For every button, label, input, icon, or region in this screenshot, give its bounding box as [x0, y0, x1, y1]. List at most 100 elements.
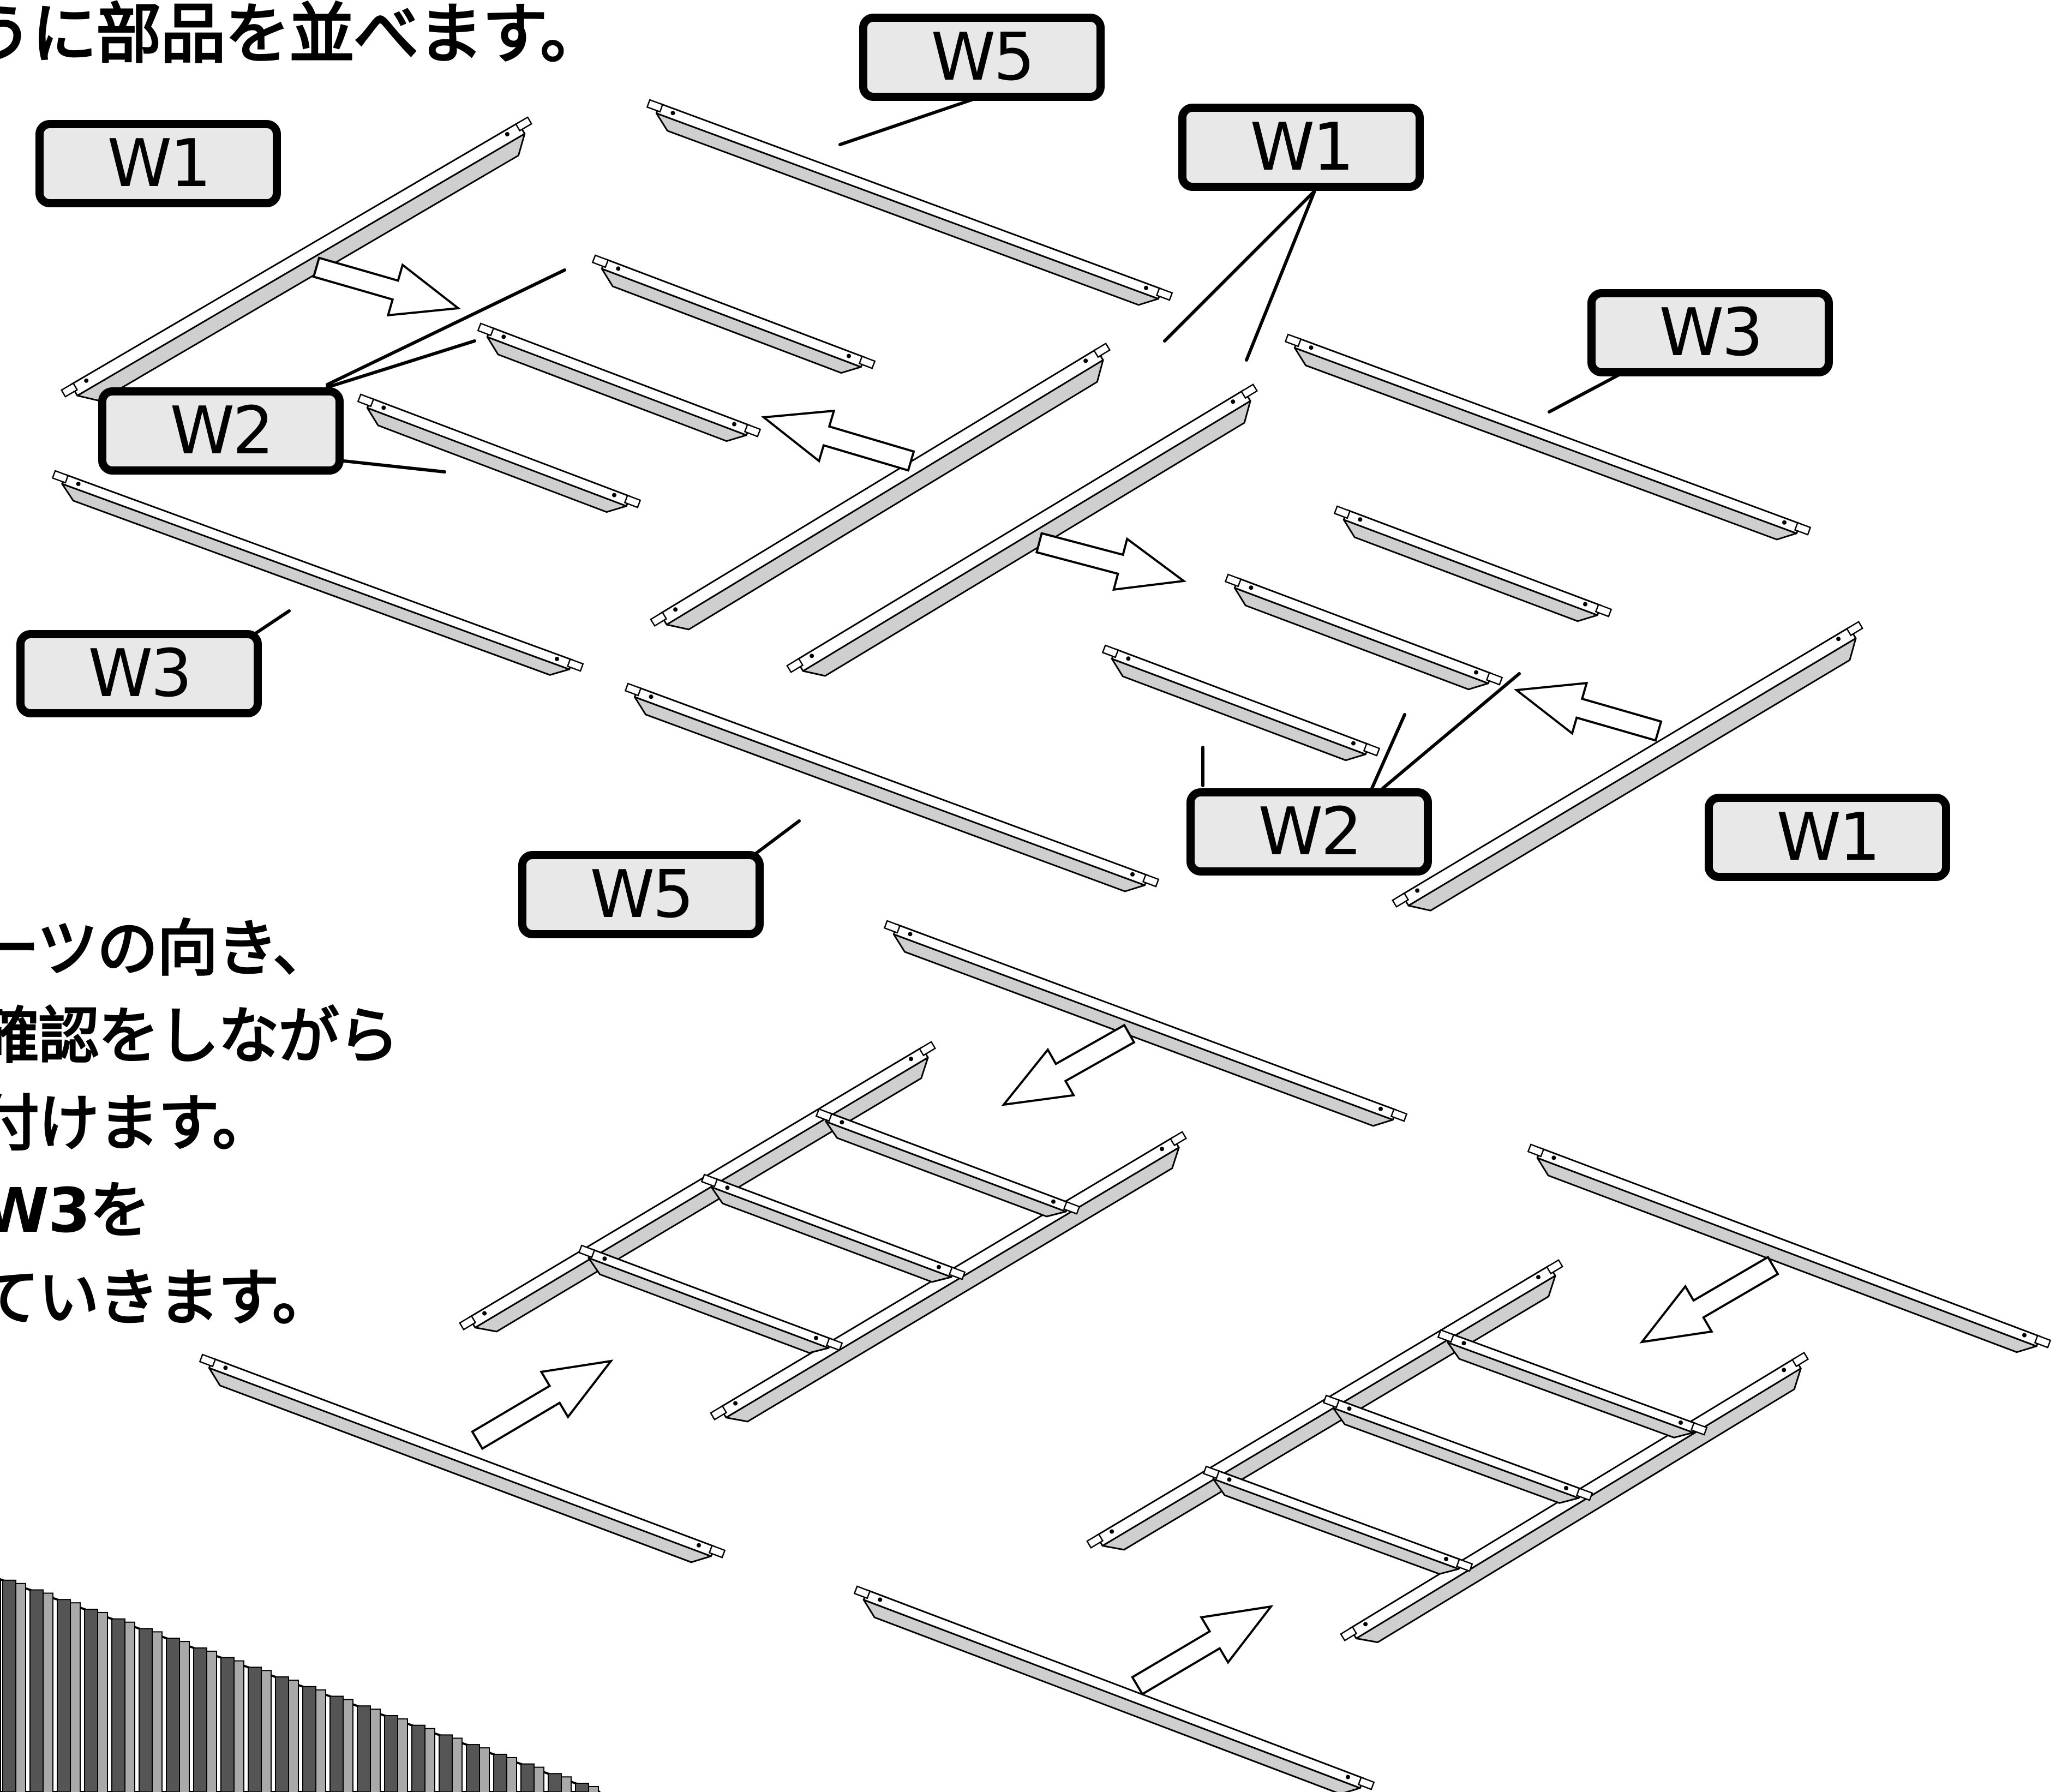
member-w3-right [1284, 333, 1812, 541]
panel-rib-face [233, 1660, 244, 1792]
ladder-right-rail-a [1086, 1259, 1564, 1551]
panel-rib [439, 1734, 453, 1792]
panel-rib-face [370, 1709, 381, 1792]
arrow-ladder-left-up [471, 1359, 614, 1451]
ladder-right-rung-a [1437, 1329, 1708, 1439]
panel-rib-face [588, 1786, 599, 1792]
panel-rib-face [424, 1728, 435, 1792]
label-w2-left: W2 [98, 387, 344, 475]
member-w2-left-b [477, 322, 762, 442]
panel-rib [575, 1783, 589, 1792]
ladder-right-rung-b [1322, 1394, 1593, 1504]
panel-rib-face [343, 1699, 353, 1792]
parts-layer [51, 99, 2052, 1792]
panel-rib-face [397, 1718, 408, 1792]
instruction-text-top: うに部品を並べます。 [0, 0, 606, 73]
leader-w2-right-a [1381, 672, 1521, 790]
panel-rib-face [261, 1670, 272, 1792]
panel-rib [302, 1686, 316, 1792]
panel-rib [329, 1695, 344, 1792]
arrows-layer [312, 256, 1779, 1696]
ladder-left-rail-a [459, 1041, 937, 1333]
member-w5-top [646, 99, 1173, 306]
panel-rib [493, 1753, 507, 1792]
panel-rib [411, 1724, 425, 1792]
arrow-ladder-right-down [1639, 1255, 1779, 1344]
leader-w2-left-a [326, 268, 566, 386]
leader-w2-left-c [342, 459, 446, 474]
panel-rib-face [506, 1757, 517, 1792]
leader-w2-left-b [326, 339, 476, 389]
panel-rib-face [97, 1612, 108, 1792]
member-w3-ladder-left [199, 1353, 726, 1563]
panel-rib [139, 1628, 153, 1792]
arrow-w1-right [1513, 681, 1663, 742]
ladder-left-rung-c [578, 1244, 843, 1354]
arrow-w2-left [760, 409, 915, 472]
panel-rib-face [70, 1602, 81, 1792]
panel-rib-face [534, 1766, 544, 1792]
label-w3-left: W3 [16, 630, 262, 717]
leader-w1-top-right-a [1163, 189, 1316, 343]
leader-w5-bottom [754, 819, 801, 855]
label-w1-left: W1 [35, 120, 281, 207]
panel-rib [384, 1715, 398, 1792]
panel-rib [548, 1773, 562, 1792]
panel-rib [57, 1599, 71, 1792]
panel-rib-face [152, 1631, 163, 1792]
panel-rib [84, 1609, 98, 1792]
leader-w3-left [255, 609, 291, 634]
arrow-w1-center [1035, 532, 1187, 591]
leader-lines-layer [255, 97, 1638, 855]
label-w1-top-right: W1 [1178, 104, 1424, 191]
panel-rib-face [206, 1650, 217, 1792]
member-w3-left [51, 470, 584, 676]
panel-rib-face [561, 1776, 572, 1792]
member-w5-bottom [624, 682, 1160, 892]
member-w1-right [1392, 620, 1864, 912]
label-w3-right: W3 [1587, 289, 1833, 376]
member-w5-ladder-left [883, 920, 1408, 1127]
panel-rib-face [315, 1689, 326, 1792]
member-w1-center-a [650, 342, 1111, 631]
panel-rib [357, 1705, 371, 1792]
panel-rib-face [288, 1680, 299, 1792]
panel-rib-face [43, 1592, 53, 1792]
panel-rib [248, 1667, 262, 1792]
member-w2-right-c [1101, 644, 1381, 762]
panel-rib [111, 1618, 125, 1792]
member-w1-left [60, 116, 533, 402]
member-w2-right-a [1333, 505, 1613, 622]
instruction-text-middle: パーツの向き、 の確認をしながら り付けます。 5·W3を けていきます。 [0, 914, 399, 1334]
corrugated-wall-panel [0, 1578, 601, 1792]
panel-rib-face [15, 1583, 26, 1792]
panel-rib [220, 1657, 235, 1792]
arrow-ladder-left-down [1001, 1023, 1136, 1106]
ladder-right-rung-c [1202, 1465, 1473, 1575]
label-w5-top: W5 [859, 14, 1105, 101]
member-w2-left-a [591, 254, 876, 374]
panel-rib-face [179, 1641, 190, 1792]
ladder-left-rung-b [700, 1173, 966, 1283]
leader-w2-right-b [1370, 713, 1406, 790]
panel-rib [29, 1589, 44, 1792]
panel-rib-face [479, 1747, 490, 1792]
ladder-left-rung-a [815, 1108, 1081, 1218]
panel-rib-face [452, 1737, 463, 1792]
member-w2-left-c [357, 393, 642, 513]
panel-rib [193, 1647, 207, 1792]
panel-rib [166, 1638, 180, 1792]
label-w1-right: W1 [1705, 794, 1950, 881]
member-w1-center-b [786, 383, 1258, 677]
arrow-w1-left [312, 256, 461, 317]
leader-w1-top-right-b [1245, 189, 1316, 362]
panel-rib [520, 1763, 535, 1792]
panel-rib [2, 1579, 16, 1792]
member-w5-ladder-right [1527, 1143, 2052, 1353]
label-w2-right: W2 [1186, 788, 1432, 876]
leader-w5-top [838, 97, 978, 146]
member-w3-ladder-right [853, 1585, 1375, 1792]
label-w5-bottom: W5 [518, 851, 764, 938]
panel-rib [466, 1744, 480, 1792]
